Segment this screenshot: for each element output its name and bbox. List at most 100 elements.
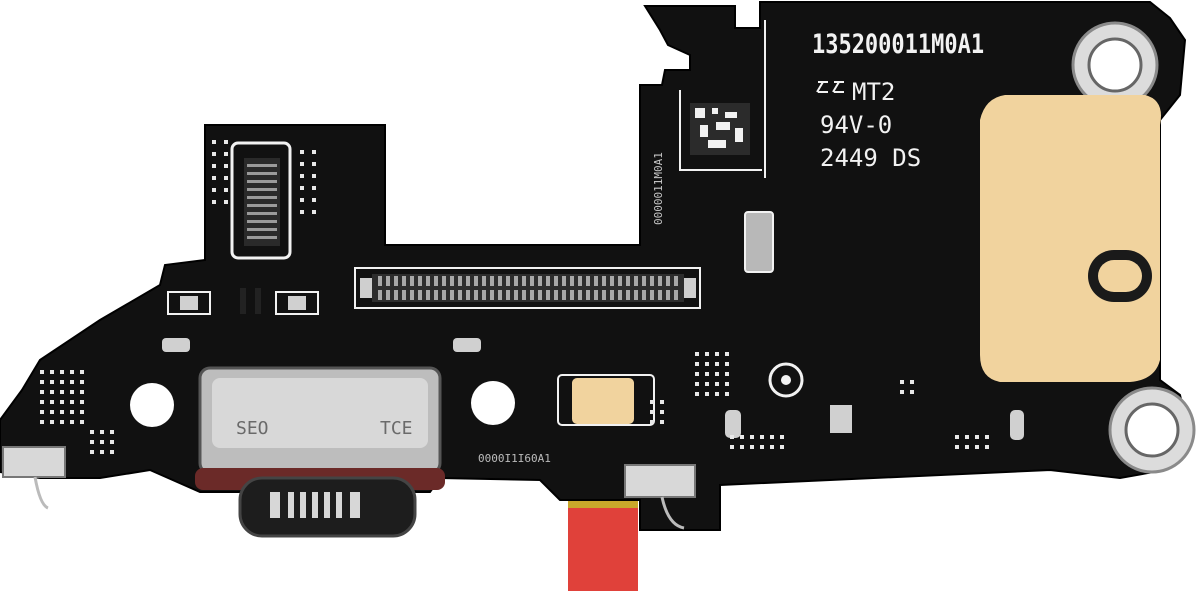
mounting-ring-bottom bbox=[1108, 386, 1196, 474]
pad-dot bbox=[300, 150, 304, 154]
pad-dot bbox=[725, 392, 729, 396]
connector-pin bbox=[490, 290, 494, 300]
pad-dot bbox=[40, 380, 44, 384]
pad-dot bbox=[715, 392, 719, 396]
pad-dot bbox=[910, 390, 914, 394]
usb-label-text: SEO bbox=[236, 418, 269, 439]
pad-dot bbox=[312, 174, 316, 178]
connector-pin bbox=[650, 290, 654, 300]
pad-dot bbox=[224, 140, 228, 144]
connector-pin bbox=[474, 290, 478, 300]
connector-pin bbox=[418, 276, 422, 286]
pad-dot bbox=[224, 164, 228, 168]
pad-dot bbox=[212, 152, 216, 156]
pad-dot bbox=[80, 410, 84, 414]
connector-pin bbox=[578, 276, 582, 286]
connector-pin bbox=[482, 276, 486, 286]
pad-dot bbox=[110, 440, 114, 444]
pad-dot bbox=[705, 362, 709, 366]
pad-dot bbox=[760, 435, 764, 439]
connector-pin bbox=[538, 290, 542, 300]
connector-pin bbox=[514, 276, 518, 286]
pad-dot bbox=[50, 410, 54, 414]
connector-pin bbox=[594, 290, 598, 300]
connector-pin bbox=[674, 290, 678, 300]
usb-c-port: SEO TCE bbox=[195, 366, 445, 538]
pad-dot bbox=[40, 390, 44, 394]
connector-pin bbox=[434, 276, 438, 286]
connector-pin bbox=[530, 276, 534, 286]
connector-pin bbox=[642, 290, 646, 300]
pad-dot bbox=[715, 372, 719, 376]
connector-pin bbox=[546, 290, 550, 300]
connector-pin bbox=[394, 290, 398, 300]
pad-dot bbox=[955, 445, 959, 449]
pad-dot bbox=[80, 380, 84, 384]
connector-pin bbox=[506, 276, 510, 286]
pad-dot bbox=[705, 352, 709, 356]
pad-dot bbox=[985, 435, 989, 439]
pad-dot bbox=[715, 382, 719, 386]
connector-pin bbox=[538, 276, 542, 286]
usb-label2-text: TCE bbox=[380, 418, 413, 439]
pad-dot bbox=[312, 162, 316, 166]
side-code-text: 0000011M0A1 bbox=[652, 152, 665, 225]
pad-dot bbox=[110, 430, 114, 434]
pad-dot bbox=[80, 370, 84, 374]
connector-pin bbox=[426, 290, 430, 300]
pad-dot bbox=[695, 372, 699, 376]
pad-dot bbox=[50, 420, 54, 424]
connector-pin bbox=[402, 276, 406, 286]
pad-dot bbox=[100, 450, 104, 454]
connector-pin bbox=[602, 276, 606, 286]
connector-pin bbox=[426, 276, 430, 286]
connector-pin bbox=[410, 290, 414, 300]
pad-dot bbox=[300, 174, 304, 178]
connector-pin bbox=[474, 276, 478, 286]
connector-pin bbox=[634, 276, 638, 286]
pad-dot bbox=[780, 435, 784, 439]
pad-dot bbox=[212, 200, 216, 204]
pad-dot bbox=[725, 362, 729, 366]
antenna-connector bbox=[768, 362, 804, 398]
connector-pin bbox=[394, 276, 398, 286]
connector-pin bbox=[434, 290, 438, 300]
connector-pin bbox=[402, 290, 406, 300]
connector-pin bbox=[506, 290, 510, 300]
connector-pin bbox=[674, 276, 678, 286]
pad-dot bbox=[300, 198, 304, 202]
pad-dot bbox=[780, 445, 784, 449]
shield-clip bbox=[744, 211, 774, 273]
pad-dot bbox=[660, 420, 664, 424]
pad-dot bbox=[725, 372, 729, 376]
pad-dot bbox=[705, 392, 709, 396]
pad-dot bbox=[60, 420, 64, 424]
pad-dot bbox=[730, 445, 734, 449]
pad-dot bbox=[312, 210, 316, 214]
pad-dot bbox=[965, 445, 969, 449]
pad-dot bbox=[40, 370, 44, 374]
pad-dot bbox=[110, 450, 114, 454]
connector-pin bbox=[634, 290, 638, 300]
pad-dot bbox=[50, 400, 54, 404]
pad-dot bbox=[650, 410, 654, 414]
connector-code-text: 0000I1I60A1 bbox=[478, 452, 551, 465]
pad-dot bbox=[80, 400, 84, 404]
pad-dot bbox=[300, 162, 304, 166]
flex-cable bbox=[568, 488, 638, 591]
pad-dot bbox=[695, 362, 699, 366]
pad-dot bbox=[70, 420, 74, 424]
pad-dot bbox=[985, 445, 989, 449]
connector-pin bbox=[530, 290, 534, 300]
pad-dot bbox=[900, 390, 904, 394]
pad-dot bbox=[224, 188, 228, 192]
pad-dot bbox=[650, 420, 654, 424]
pad-dot bbox=[70, 410, 74, 414]
pad-dot bbox=[770, 445, 774, 449]
pad-dot bbox=[60, 410, 64, 414]
pad-dot bbox=[300, 210, 304, 214]
pad-dot bbox=[100, 430, 104, 434]
qr-code bbox=[679, 90, 762, 171]
pad-dot bbox=[80, 390, 84, 394]
pad-dot bbox=[224, 200, 228, 204]
